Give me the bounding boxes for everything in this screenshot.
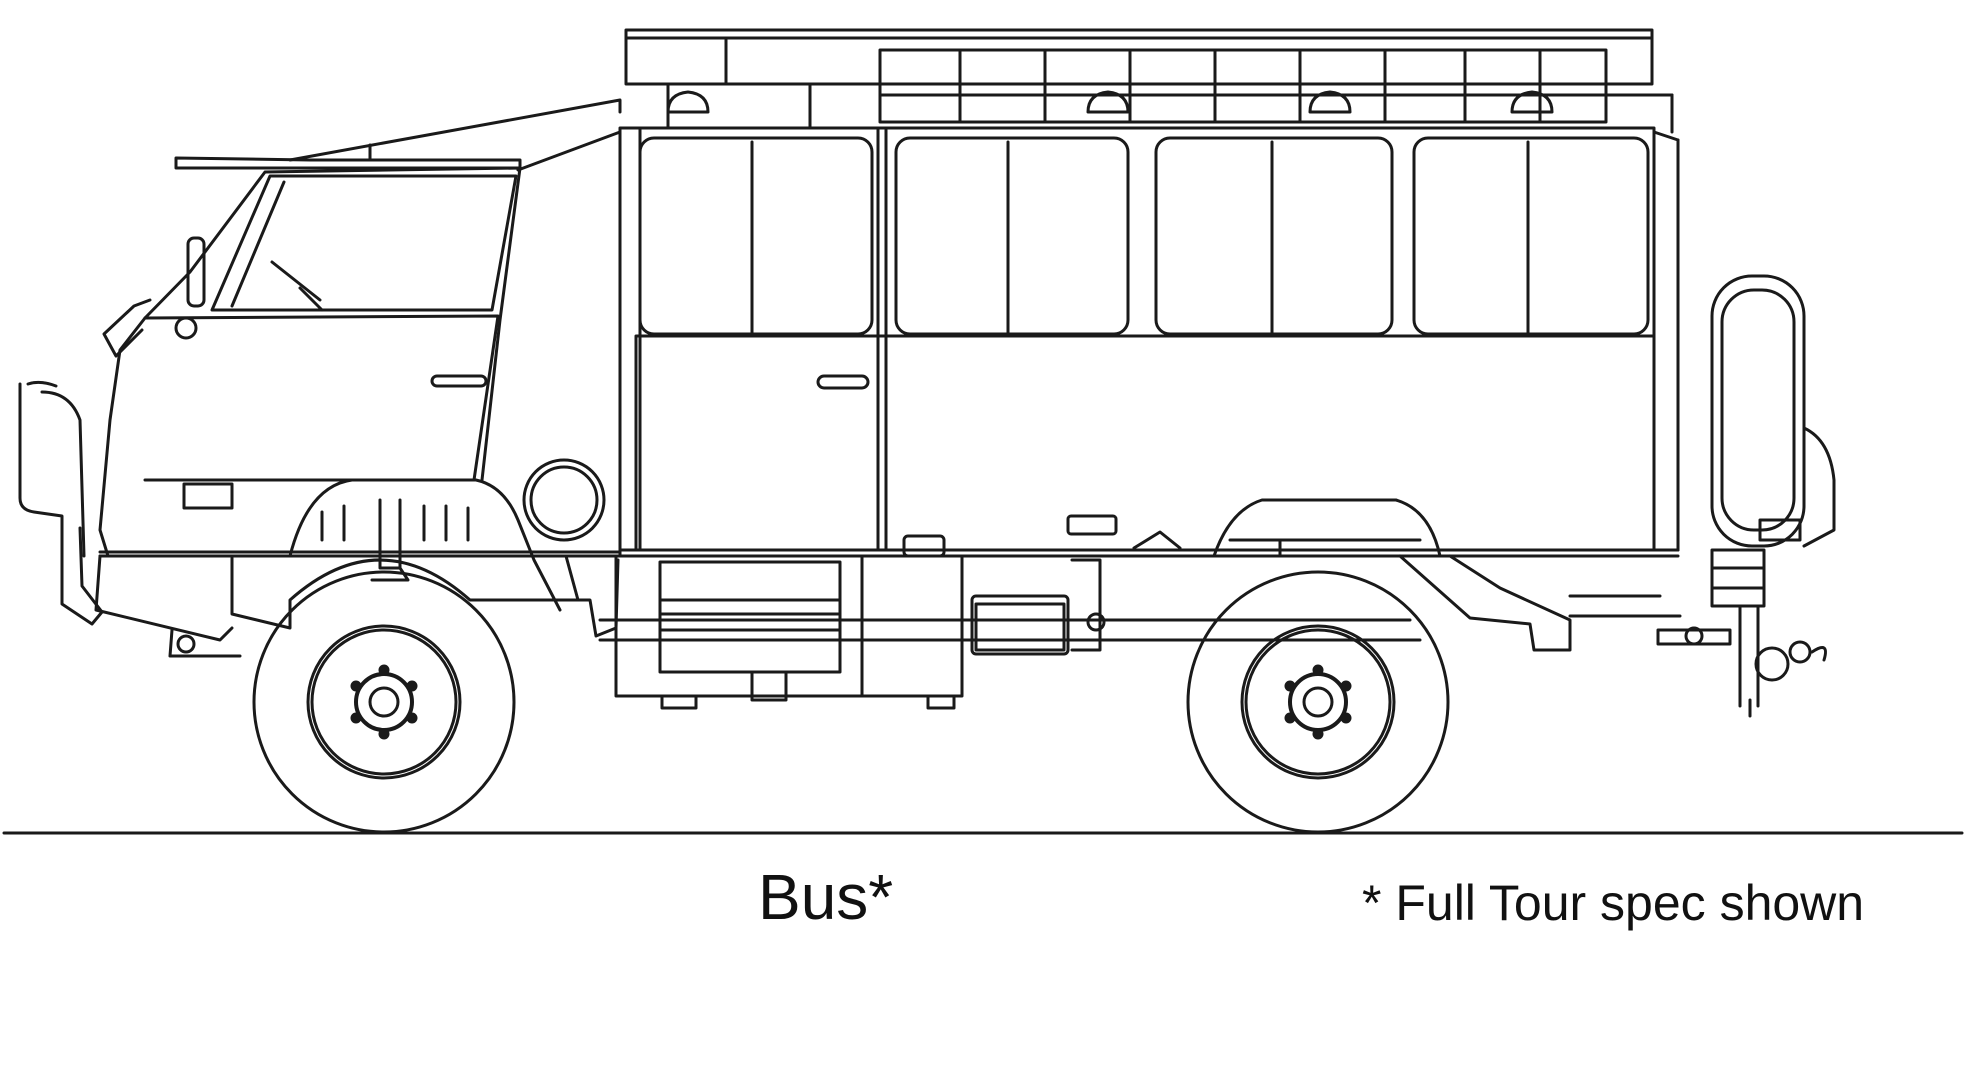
roof-rack-icon (624, 28, 1674, 134)
window (1154, 136, 1394, 336)
window (894, 136, 1130, 336)
fuel-tank (970, 594, 1070, 656)
caption-footnote: * Full Tour spec shown (1362, 875, 1865, 931)
cab (18, 98, 622, 658)
spare-tyre-icon (1710, 274, 1836, 548)
rear-wheel-icon (1186, 570, 1450, 834)
storage-locker (614, 554, 864, 698)
battery-box (860, 554, 964, 698)
chassis (230, 478, 1682, 710)
window (638, 136, 874, 336)
passenger-body (522, 126, 1680, 558)
passenger-door (634, 334, 880, 552)
fuel-cap-icon (522, 458, 606, 542)
window (1412, 136, 1650, 336)
caption-title: Bus* (758, 861, 894, 933)
front-wheel-icon (252, 570, 516, 834)
tow-hitch-icon (1656, 548, 1827, 718)
